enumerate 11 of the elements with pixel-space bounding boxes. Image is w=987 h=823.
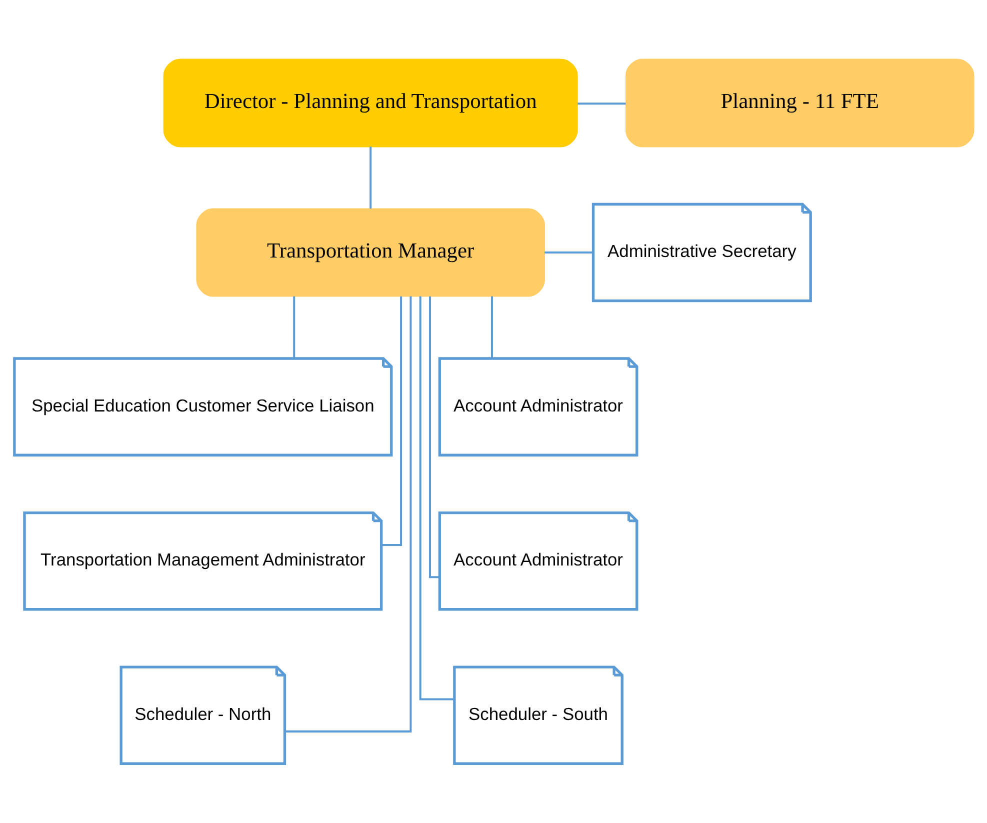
connector (577, 102, 626, 105)
connector (490, 296, 492, 358)
node-box: Transportation Manager (196, 208, 544, 297)
connector (284, 296, 412, 732)
connector (418, 296, 454, 700)
connector (544, 252, 593, 254)
connector (369, 146, 372, 209)
node-box: Director - Planning and Transportation (162, 58, 578, 148)
node-box: Planning - 11 FTE (624, 58, 974, 148)
connector (292, 296, 295, 358)
connector (428, 296, 440, 578)
